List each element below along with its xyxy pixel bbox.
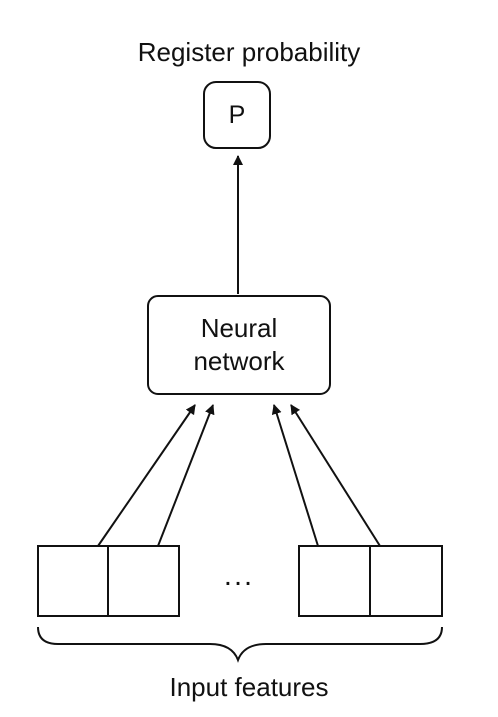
register-probability-label: Register probability <box>137 37 361 67</box>
input-feature-box <box>107 545 180 617</box>
input-arrows <box>97 404 381 547</box>
input-arrow <box>97 404 196 547</box>
input-arrow <box>157 404 215 547</box>
input-feature-boxes <box>37 545 443 617</box>
input-arrow <box>271 404 319 547</box>
input-feature-box <box>298 545 371 617</box>
input-features-brace <box>37 626 443 663</box>
input-arrow <box>290 404 381 547</box>
output-node-label: P <box>228 100 246 129</box>
input-feature-box <box>369 545 443 617</box>
output-node-box <box>203 81 271 149</box>
input-feature-box <box>37 545 109 617</box>
neural-network-label: Neural network <box>193 313 285 376</box>
ellipsis-label: ... <box>223 560 255 592</box>
input-features-label: Input features <box>169 672 329 702</box>
neural-network-node-box <box>147 295 331 395</box>
